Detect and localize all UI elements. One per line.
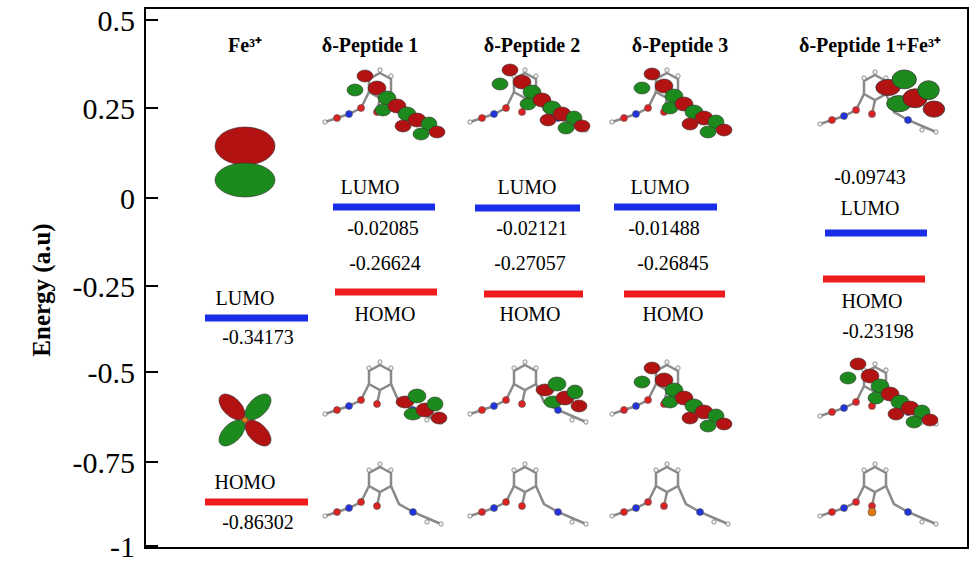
orbital-label: LUMO — [216, 287, 275, 309]
orbital-label: HOMO — [642, 303, 703, 325]
column-header: δ-Peptide 1 — [322, 34, 418, 56]
orbital-label: LUMO — [498, 176, 557, 198]
orbital-label: HOMO — [214, 471, 275, 493]
column-header: Fe³⁺ — [228, 34, 262, 56]
tick-label: -1 — [110, 530, 135, 563]
orbital-label: HOMO — [354, 303, 415, 325]
orbital-label: HOMO — [841, 290, 902, 312]
tick-label: 0.25 — [83, 92, 136, 125]
orbital-label: LUMO — [341, 176, 400, 198]
orbital-label: HOMO — [499, 303, 560, 325]
axis-title: Energy (a.u) — [28, 223, 56, 356]
column-header: δ-Peptide 3 — [632, 34, 728, 56]
energy-value: -0.02085 — [347, 217, 419, 239]
column-header: δ-Peptide 1+Fe³⁺ — [799, 34, 941, 56]
tick-label: -0.75 — [73, 446, 136, 479]
energy-value: -0.26624 — [349, 252, 421, 274]
energy-value: -0.01488 — [628, 217, 700, 239]
energy-value: -0.23198 — [842, 320, 914, 342]
energy-value: -0.86302 — [222, 511, 294, 533]
energy-value: -0.26845 — [637, 252, 709, 274]
energy-value: -0.02121 — [496, 217, 568, 239]
orbital-label: LUMO — [631, 176, 690, 198]
orbital-label: LUMO — [841, 197, 900, 219]
energy-value: -0.34173 — [222, 326, 294, 348]
energy-value: -0.09743 — [834, 166, 906, 188]
energy-value: -0.27057 — [494, 252, 566, 274]
tick-label: -0.5 — [88, 356, 136, 389]
tick-label: 0.5 — [98, 4, 136, 37]
tick-label: 0 — [120, 182, 135, 215]
column-header: δ-Peptide 2 — [484, 34, 580, 56]
tick-label: -0.25 — [73, 270, 136, 303]
